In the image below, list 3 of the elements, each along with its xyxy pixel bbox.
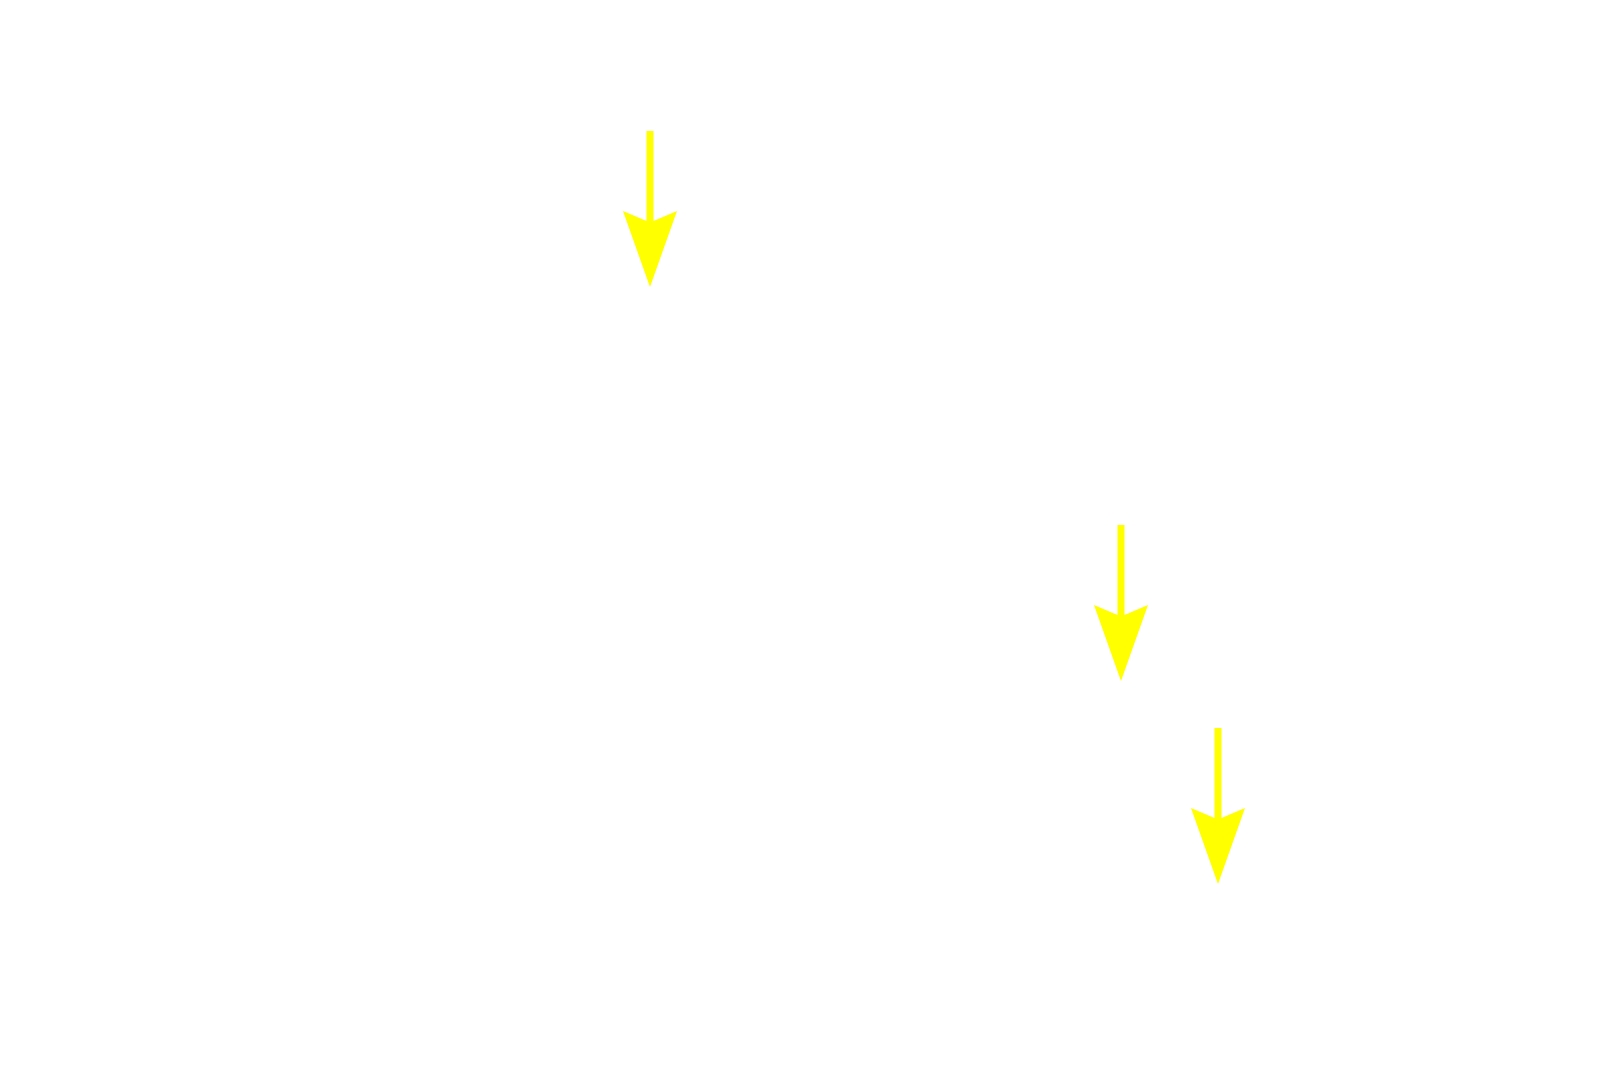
pointer-arrow (623, 131, 677, 287)
pointer-arrow (1094, 525, 1148, 681)
pointer-arrow (1191, 728, 1245, 884)
